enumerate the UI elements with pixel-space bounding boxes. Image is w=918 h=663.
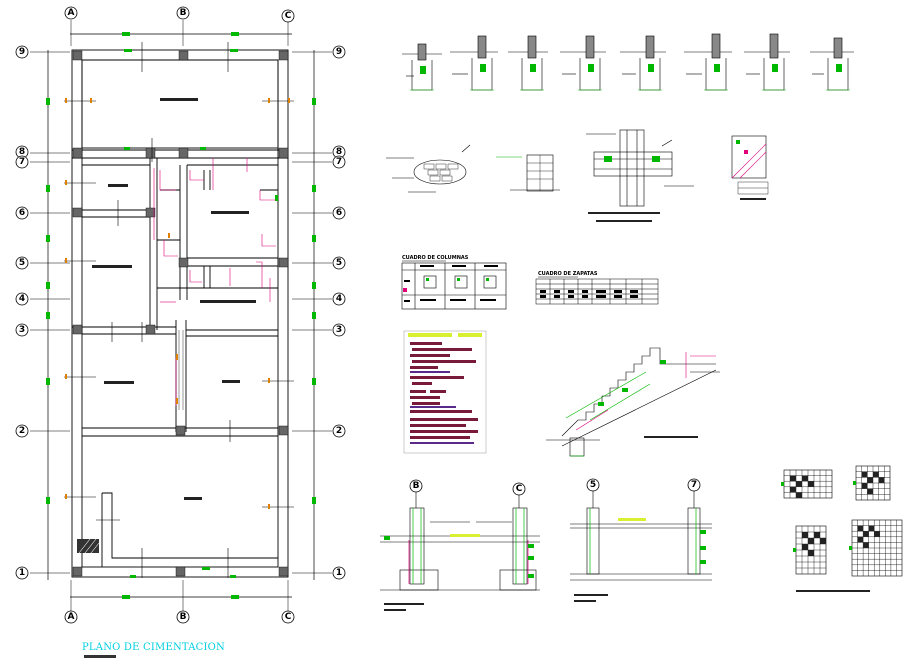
axis-label-8-right: 8 — [336, 147, 342, 157]
axis-label-b-bottom: B — [180, 612, 187, 622]
stair-detail — [546, 347, 720, 457]
reinforcement-grid-cell — [857, 536, 864, 543]
reinforcement-grid-cell — [802, 532, 808, 538]
reinforcement-grid-cell — [814, 532, 820, 538]
axis-label-3-left: 3 — [19, 325, 25, 335]
columns-table: CUADRO DE COLUMNAS — [401, 255, 507, 310]
axis-label-5-right: 5 — [336, 258, 342, 268]
footing-sections-row — [402, 33, 854, 91]
reinforcement-grid-cell — [868, 525, 875, 532]
axis-label-5-left: 5 — [19, 258, 25, 268]
elevation-2-axis-5: 5 — [590, 480, 596, 490]
axis-label-7-right: 7 — [336, 157, 342, 167]
footings-table-title: CUADRO DE ZAPATAS — [538, 271, 598, 277]
reinforcement-grid-marker — [781, 482, 784, 486]
foundation-plan: A B C A B C 9 8 7 6 5 4 3 2 1 9 8 7 6 5 … — [15, 6, 346, 624]
reinforcement-grid-cell — [861, 483, 868, 489]
axis-label-a-top: A — [68, 8, 75, 18]
reinforcement-grid-cell — [808, 481, 814, 487]
axis-label-9-left: 9 — [19, 47, 25, 57]
general-notes — [403, 330, 487, 454]
reinforcement-grid-cell — [808, 550, 814, 556]
axis-label-2-right: 2 — [336, 426, 342, 436]
reinforcement-grid-cell — [863, 542, 869, 548]
axis-label-4-right: 4 — [336, 294, 342, 304]
reinforcement-grids — [781, 465, 903, 577]
reinforcement-grid-marker — [849, 546, 852, 550]
axis-label-1-right: 1 — [336, 568, 342, 578]
reinforcement-grid-cell — [878, 477, 885, 483]
reinforcement-grid-cell — [790, 486, 796, 493]
reinforcement-grid-cell — [873, 471, 879, 478]
footings-table: CUADRO DE ZAPATAS — [535, 271, 659, 305]
axis-label-6-right: 6 — [336, 208, 342, 218]
reinforcement-grid-cell — [790, 475, 796, 482]
elevation-1-axis-b: B — [413, 481, 420, 491]
reinforcement-grid-cell — [796, 492, 802, 498]
axis-label-2-left: 2 — [19, 426, 25, 436]
construction-details — [386, 129, 769, 222]
elevation-5-7: 5 7 — [570, 478, 712, 602]
reinforcement-grid-cell — [863, 531, 869, 537]
plan-title: PLANO DE CIMENTACION — [82, 642, 225, 653]
axis-bubbles — [15, 6, 346, 624]
axis-label-1-left: 1 — [19, 568, 25, 578]
reinforcement-grid-cell — [874, 531, 880, 537]
elevation-2-axis-7: 7 — [691, 480, 697, 490]
reinforcement-grid-marker — [853, 481, 856, 485]
axis-label-7-left: 7 — [19, 157, 25, 167]
reinforcement-grid-cell — [802, 475, 808, 482]
axis-label-a-bottom: A — [68, 612, 75, 622]
axis-label-c-top: C — [285, 11, 292, 21]
axis-label-b-top: B — [180, 8, 187, 18]
plan-title-underline — [84, 655, 116, 658]
axis-label-9-right: 9 — [336, 47, 342, 57]
reinforcement-grid-cell — [820, 538, 826, 544]
elevation-1-axis-c: C — [516, 484, 523, 494]
axis-label-6-left: 6 — [19, 208, 25, 218]
axis-label-4-left: 4 — [19, 294, 25, 304]
reinforcement-grid-cell — [867, 488, 873, 495]
reinforcement-grid-cell — [796, 481, 802, 487]
axis-label-8-left: 8 — [19, 147, 25, 157]
columns-table-title: CUADRO DE COLUMNAS — [402, 255, 469, 261]
reinforcement-grid-cell — [857, 525, 864, 532]
reinforcement-grid-cell — [802, 544, 808, 550]
reinforcement-grid-cell — [861, 471, 868, 478]
reinforcement-grid-marker — [793, 548, 796, 552]
reinforcement-grid-cell — [867, 477, 873, 483]
reinforcement-grid-cell — [808, 538, 814, 544]
axis-label-3-right: 3 — [336, 325, 342, 335]
axis-label-c-bottom: C — [285, 612, 292, 622]
elevation-b-c: B C — [380, 479, 540, 611]
